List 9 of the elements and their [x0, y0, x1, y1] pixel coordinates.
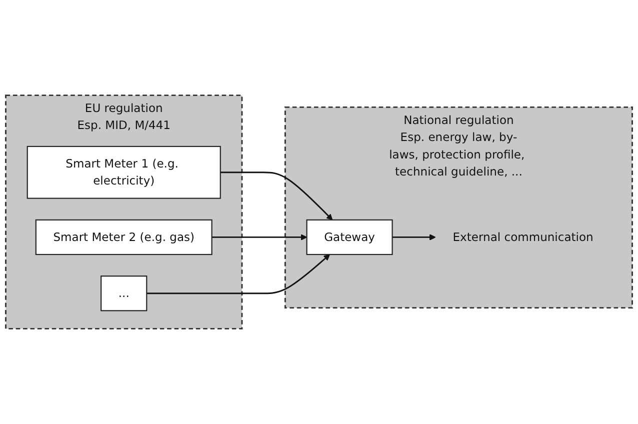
node-box: Smart Meter 2 (e.g. gas) — [35, 219, 212, 256]
arrow — [392, 234, 436, 240]
arrow — [212, 234, 308, 240]
node-box: Gateway — [306, 219, 393, 256]
node-box: Smart Meter 1 (e.g. electricity) — [26, 146, 221, 199]
arrow — [146, 254, 330, 294]
node-text: External communication — [452, 230, 594, 244]
arrow — [220, 172, 333, 220]
node-box: ... — [100, 276, 148, 312]
